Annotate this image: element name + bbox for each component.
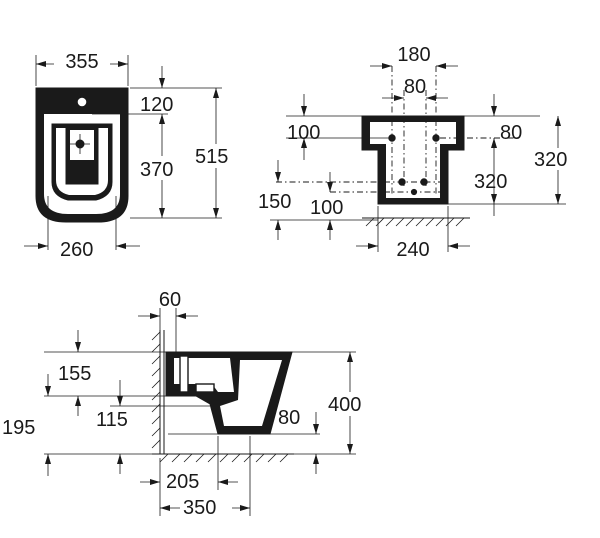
- wall-hatch: [151, 331, 161, 449]
- dim-80-side: 80: [500, 122, 522, 144]
- dim-100-top: 100: [287, 122, 320, 144]
- dim-355: 355: [65, 51, 98, 73]
- dim-60: 60: [159, 289, 181, 311]
- dim-80-spacing: 80: [404, 76, 426, 98]
- side-floor-hatch: [159, 453, 289, 463]
- floor-hatch: [365, 217, 465, 227]
- dim-195: 195: [2, 417, 35, 439]
- tap-hole: [76, 96, 88, 108]
- dim-515: 515: [195, 146, 228, 168]
- dim-205: 205: [166, 471, 199, 493]
- front-view: 180 80 100 80 320 320: [258, 44, 584, 261]
- dim-120: 120: [140, 94, 173, 116]
- dim-155: 155: [58, 363, 91, 385]
- dim-400: 400: [328, 394, 361, 416]
- dim-150: 150: [258, 191, 291, 213]
- side-view: 60 155 195 115 80: [2, 289, 374, 519]
- dim-240: 240: [396, 239, 429, 261]
- dim-370: 370: [140, 159, 173, 181]
- dim-320-right: 320: [534, 149, 567, 171]
- top-view: 355 120 370 515 260: [24, 48, 240, 261]
- dim-350: 350: [183, 497, 216, 519]
- dim-80-foot: 80: [278, 407, 300, 429]
- dim-115: 115: [96, 409, 128, 431]
- dim-260: 260: [60, 239, 93, 261]
- dim-180: 180: [397, 44, 430, 66]
- dim-100-floor: 100: [310, 197, 343, 219]
- dim-320-inner: 320: [474, 171, 507, 193]
